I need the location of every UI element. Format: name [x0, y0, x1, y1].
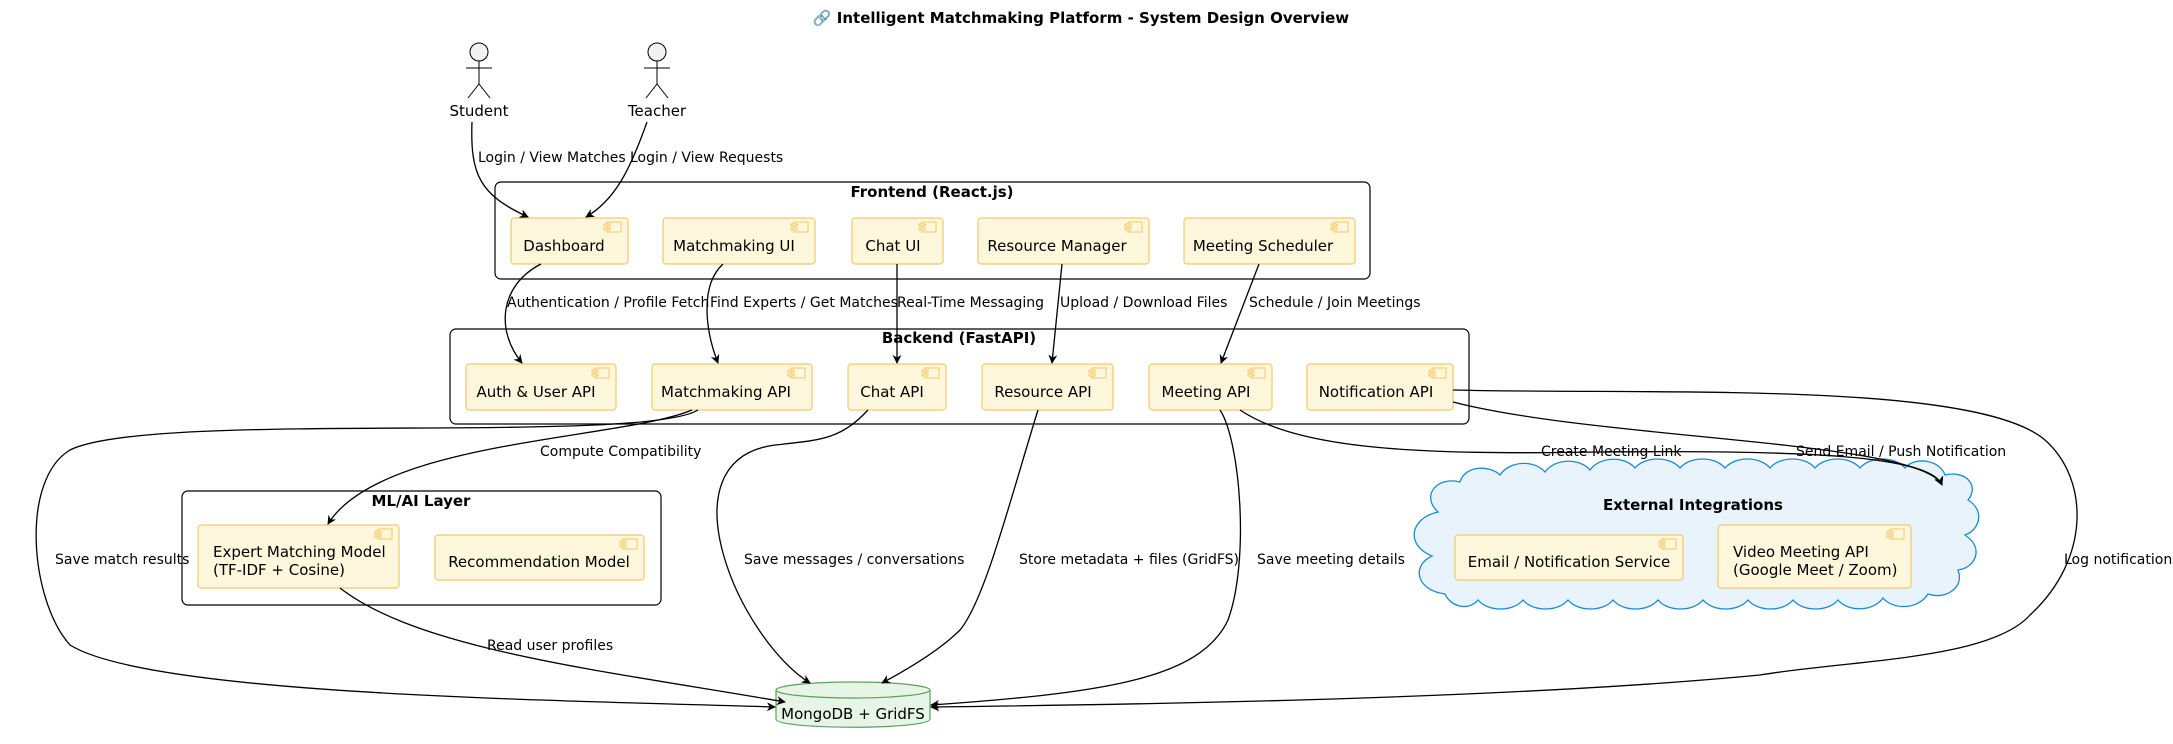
actor-student: Student: [449, 42, 509, 120]
edge-labels: Login / View Matches Login / View Reques…: [55, 150, 2173, 654]
matchmaking-api-label: Matchmaking API: [661, 383, 791, 401]
component-icon: [1330, 221, 1349, 233]
component-chat-ui[interactable]: Chat UI: [851, 217, 944, 265]
edge-resapi-db: [881, 409, 1039, 684]
edge-notifapi-cloud: [1452, 401, 1943, 486]
recommendation-model-label: Recommendation Model: [448, 553, 630, 571]
edge-model-db: [339, 587, 786, 706]
external-integrations-title: External Integrations: [1603, 496, 1783, 514]
component-meeting-scheduler[interactable]: Meeting Scheduler: [1183, 217, 1356, 265]
component-icon: [787, 367, 806, 379]
edge-matchui-matchapi: [706, 263, 724, 364]
component-icon: [591, 367, 610, 379]
edge-label-model-db: Read user profiles: [487, 638, 613, 654]
edge-label-notifapi-cloud: Send Email / Push Notification: [1796, 444, 2006, 460]
component-icon: [918, 221, 937, 233]
edge-label-resapi-db: Store metadata + files (GridFS): [1019, 552, 1239, 568]
resource-manager-label: Resource Manager: [987, 237, 1127, 255]
component-icon: [1124, 221, 1143, 233]
chat-ui-label: Chat UI: [865, 237, 920, 255]
edge-meetingapi-db: [930, 409, 1242, 709]
component-icon: [1247, 367, 1266, 379]
video-meeting-api-label: Video Meeting API: [1733, 543, 1869, 561]
component-meeting-api[interactable]: Meeting API: [1148, 363, 1273, 411]
edge-label-chatui-chatapi: Real-Time Messaging: [897, 295, 1044, 311]
edge-label-meetingapi-cloud: Create Meeting Link: [1541, 444, 1682, 460]
component-icon: [921, 367, 940, 379]
resource-api-label: Resource API: [994, 383, 1091, 401]
edge-label-student-dashboard: Login / View Matches: [478, 150, 626, 166]
dashboard-label: Dashboard: [523, 237, 604, 255]
database-label: MongoDB + GridFS: [781, 705, 925, 723]
email-notification-service-label: Email / Notification Service: [1468, 553, 1670, 571]
edge-label-matchapi-model: Compute Compatibility: [540, 444, 701, 460]
component-chat-api[interactable]: Chat API: [847, 363, 947, 411]
edge-label-chatapi-db: Save messages / conversations: [744, 552, 964, 568]
frontend-title: Frontend (React.js): [850, 183, 1013, 201]
component-video-meeting-api[interactable]: Video Meeting API (Google Meet / Zoom): [1717, 524, 1912, 589]
auth-user-api-label: Auth & User API: [476, 383, 595, 401]
component-matchmaking-ui[interactable]: Matchmaking UI: [662, 217, 816, 265]
component-icon: [1658, 538, 1677, 550]
component-matchmaking-api[interactable]: Matchmaking API: [651, 363, 813, 411]
diagram-title: 🔗 Intelligent Matchmaking Platform - Sys…: [813, 8, 1349, 27]
backend-title: Backend (FastAPI): [882, 329, 1036, 347]
edge-label-resmgr-resapi: Upload / Download Files: [1060, 295, 1227, 311]
edge-label-scheduler-meetingapi: Schedule / Join Meetings: [1249, 295, 1421, 311]
expert-matching-model-label: Expert Matching Model: [213, 543, 386, 561]
edge-label-matchui-matchapi: Find Experts / Get Matches: [710, 295, 898, 311]
teacher-head-icon: [647, 42, 667, 62]
edge-notifapi-db: [930, 389, 2078, 712]
edges: [35, 121, 2078, 712]
component-notification-api[interactable]: Notification API: [1306, 363, 1454, 411]
ml-ai-title: ML/AI Layer: [372, 492, 472, 510]
edge-dashboard-auth: [504, 263, 542, 364]
component-icon: [790, 221, 809, 233]
edge-chatapi-db: [716, 409, 869, 684]
component-icon: [619, 538, 638, 550]
teacher-label: Teacher: [627, 102, 687, 120]
edge-label-teacher-dashboard: Login / View Requests: [630, 150, 783, 166]
actor-teacher: Teacher: [627, 42, 687, 120]
edge-label-matchapi-db: Save match results: [55, 552, 189, 568]
component-icon: [603, 221, 622, 233]
component-auth-user-api[interactable]: Auth & User API: [465, 363, 617, 411]
meeting-api-label: Meeting API: [1162, 383, 1251, 401]
component-resource-manager[interactable]: Resource Manager: [977, 217, 1150, 265]
student-label: Student: [449, 102, 508, 120]
edge-scheduler-meetingapi: [1219, 263, 1260, 364]
edge-label-notifapi-db: Log notifications: [2064, 552, 2173, 568]
component-icon: [374, 528, 393, 540]
matchmaking-ui-label: Matchmaking UI: [673, 237, 795, 255]
edge-label-meetingapi-db: Save meeting details: [1257, 552, 1405, 568]
component-email-notification-service[interactable]: Email / Notification Service: [1454, 534, 1684, 581]
component-dashboard[interactable]: Dashboard: [510, 217, 629, 265]
component-recommendation-model[interactable]: Recommendation Model: [434, 534, 645, 581]
component-resource-api[interactable]: Resource API: [981, 363, 1114, 411]
edge-student-dashboard: [471, 121, 529, 218]
component-icon: [1088, 367, 1107, 379]
database-icon: [775, 681, 931, 699]
expert-matching-model-sublabel: (TF-IDF + Cosine): [213, 561, 345, 579]
edge-meetingapi-cloud: [1239, 409, 1944, 486]
student-head-icon: [469, 42, 489, 62]
edge-label-dashboard-auth: Authentication / Profile Fetch: [507, 295, 709, 311]
component-expert-matching-model[interactable]: Expert Matching Model (TF-IDF + Cosine): [197, 524, 400, 589]
database-mongodb-gridfs[interactable]: MongoDB + GridFS: [775, 681, 931, 728]
chat-api-label: Chat API: [860, 383, 924, 401]
video-meeting-api-sublabel: (Google Meet / Zoom): [1733, 561, 1897, 579]
edge-teacher-dashboard: [585, 121, 648, 218]
component-icon: [1886, 528, 1905, 540]
edge-resmgr-resapi: [1048, 263, 1063, 364]
meeting-scheduler-label: Meeting Scheduler: [1193, 237, 1334, 255]
edge-matchapi-db: [35, 409, 776, 712]
notification-api-label: Notification API: [1319, 383, 1434, 401]
component-icon: [1428, 367, 1447, 379]
